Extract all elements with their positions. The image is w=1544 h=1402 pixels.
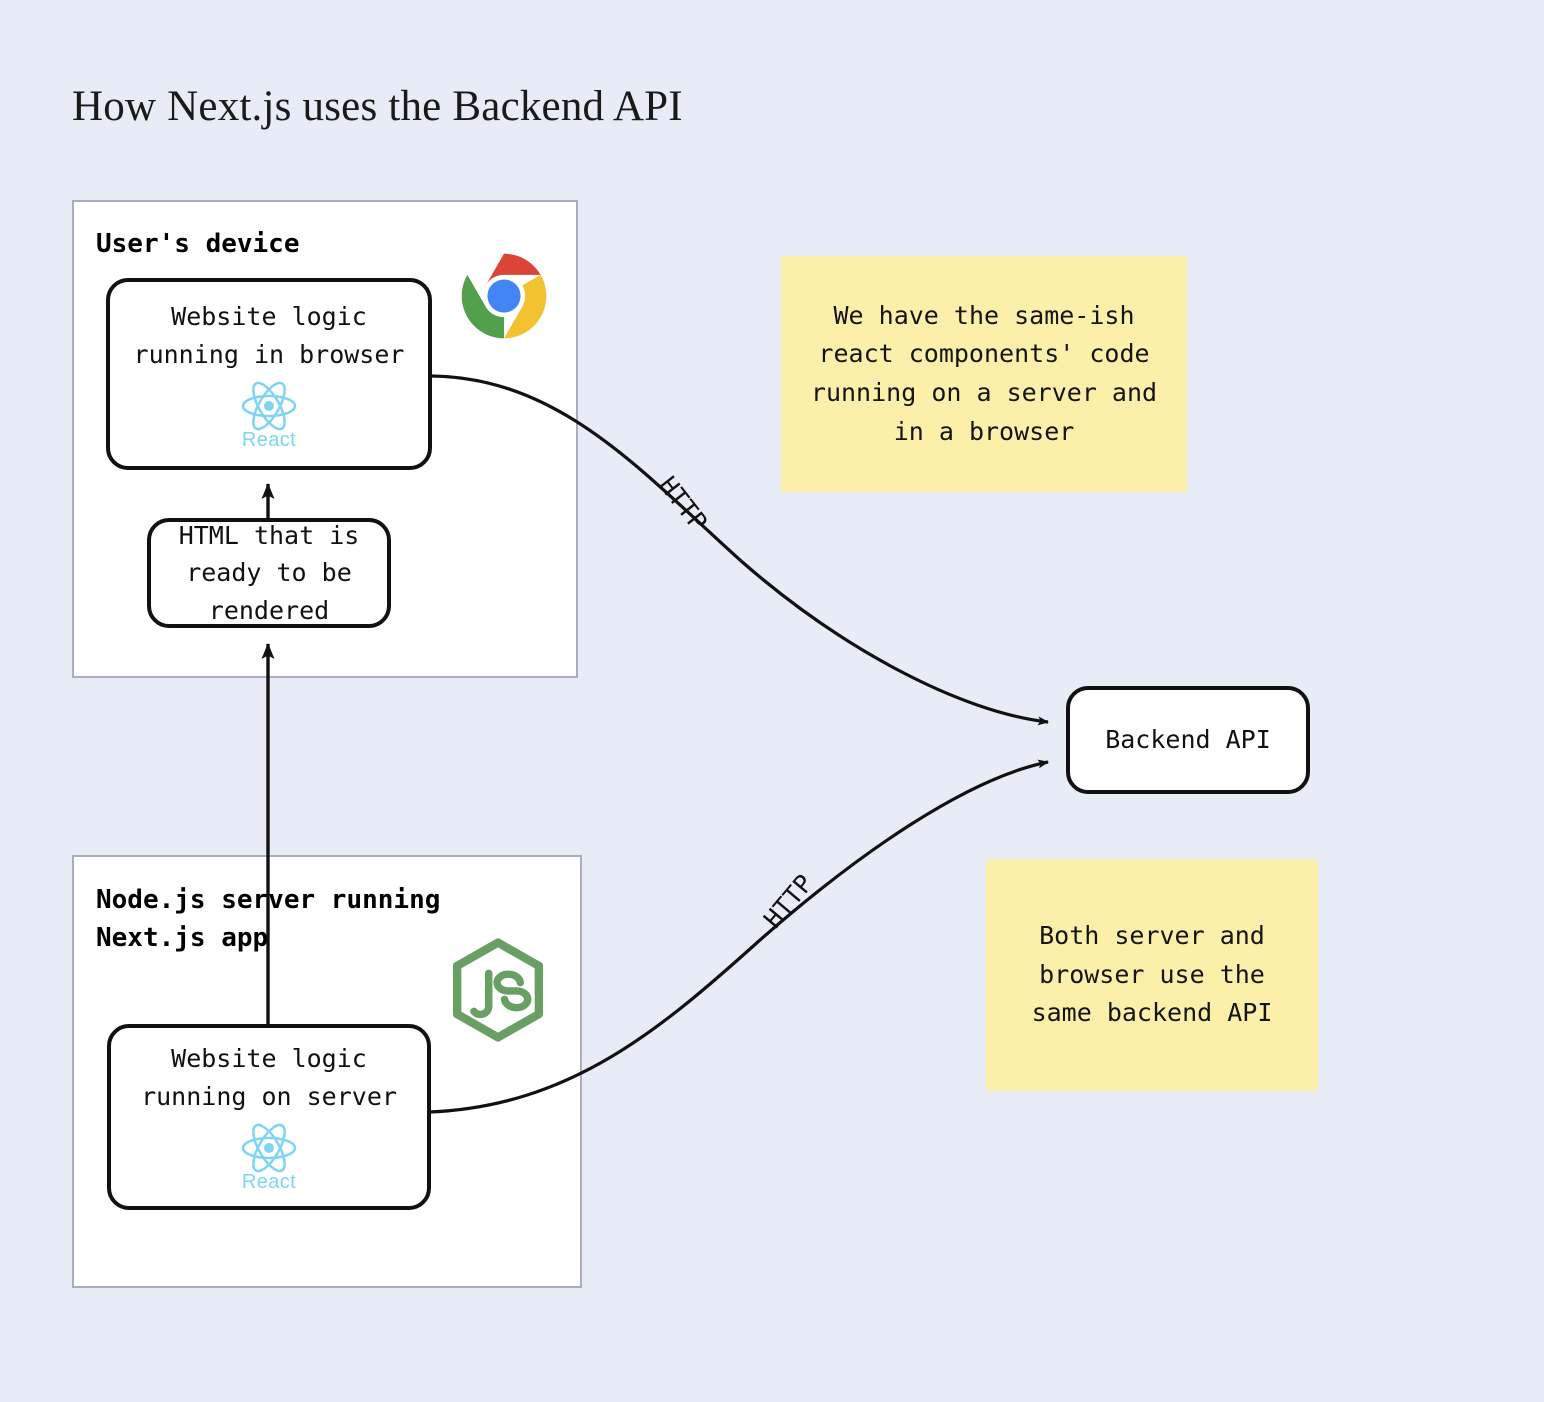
note-same-code-text: We have the same-ish react components' c… (810, 300, 1158, 446)
nodejs-logo (448, 938, 548, 1042)
edge-label-http-browser: HTTP (653, 471, 714, 537)
node-server-logic[interactable]: Website logic running on server React (107, 1024, 431, 1210)
note-same-api: Both server and browser use the same bac… (986, 859, 1318, 1091)
node-html-ready[interactable]: HTML that is ready to be rendered (147, 518, 391, 628)
node-browser-logic[interactable]: Website logic running in browser React (106, 278, 432, 470)
zone-node-server-label: Node.js server running Next.js app (96, 885, 441, 953)
react-logo-label: React (241, 429, 297, 451)
node-backend-api-label: Backend API (1105, 725, 1271, 755)
note-same-api-text: Both server and browser use the same bac… (1031, 920, 1273, 1028)
react-logo: React (239, 379, 299, 452)
note-same-code: We have the same-ish react components' c… (781, 256, 1187, 492)
node-server-logic-label: Website logic running on server (141, 1044, 397, 1111)
node-browser-logic-label: Website logic running in browser (133, 302, 405, 369)
node-backend-api[interactable]: Backend API (1066, 686, 1310, 794)
chrome-logo (458, 250, 550, 342)
edge-label-http-server: HTTP (758, 868, 819, 934)
zone-users-device-label: User's device (96, 229, 300, 259)
react-logo-label: React (241, 1171, 297, 1193)
node-html-ready-label: HTML that is ready to be rendered (178, 520, 360, 625)
page-title: How Next.js uses the Backend API (72, 83, 683, 130)
react-logo: React (239, 1121, 299, 1194)
